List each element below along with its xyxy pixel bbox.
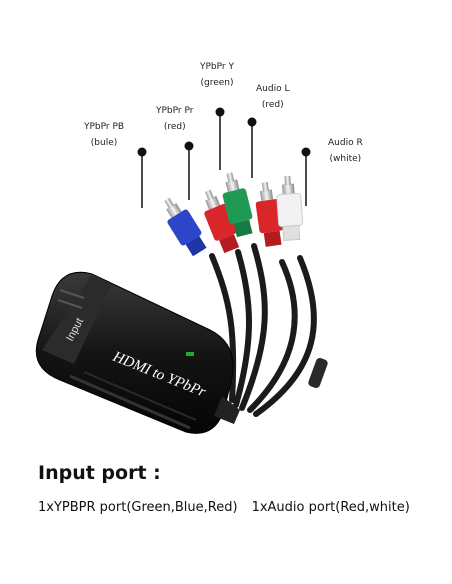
callout-audio-r: [301, 147, 311, 206]
label-audio-l-color: (red): [261, 100, 284, 110]
rca-plug-white: [276, 175, 304, 242]
callout-audio-l: [247, 117, 257, 178]
adapter-box: [35, 271, 240, 434]
callout-y: [215, 107, 225, 170]
rca-plug-blue: [164, 197, 207, 257]
label-ypbpr-pb: YPbPr PB (bule): [84, 122, 124, 148]
rca-plug-red-audio: [255, 181, 284, 247]
label-y-name: YPbPr Y: [200, 62, 234, 72]
label-ypbpr-pr: YPbPr Pr (red): [156, 106, 193, 132]
callout-pb: [137, 147, 147, 208]
label-audio-l: Audio L (red): [256, 84, 289, 110]
cable-bundle: [209, 243, 317, 417]
port-description: 1xYPBPR port(Green,Blue,Red) 1xAudio port…: [38, 500, 410, 515]
callout-pr: [184, 141, 194, 200]
label-pr-name: YPbPr Pr: [156, 106, 194, 116]
label-pb-name: YPbPr PB: [84, 122, 125, 132]
label-pr-color: (red): [163, 122, 186, 132]
adapter-illustration: HDMI to YPbPr Input: [35, 107, 328, 434]
rca-plug-green: [222, 172, 253, 238]
ypbpr-port-text: 1xYPBPR port(Green,Blue,Red): [38, 500, 238, 515]
section-heading: Input port :: [38, 462, 161, 484]
label-y-color: (green): [200, 78, 234, 88]
label-audio-r-name: Audio R: [328, 138, 363, 148]
label-audio-r-color: (white): [329, 154, 362, 164]
label-ypbpr-y: YPbPr Y (green): [200, 62, 234, 88]
label-audio-l-name: Audio L: [256, 84, 290, 94]
label-audio-r: Audio R (white): [328, 138, 363, 164]
audio-port-text: 1xAudio port(Red,white): [251, 500, 410, 515]
label-pb-color: (bule): [90, 138, 118, 148]
